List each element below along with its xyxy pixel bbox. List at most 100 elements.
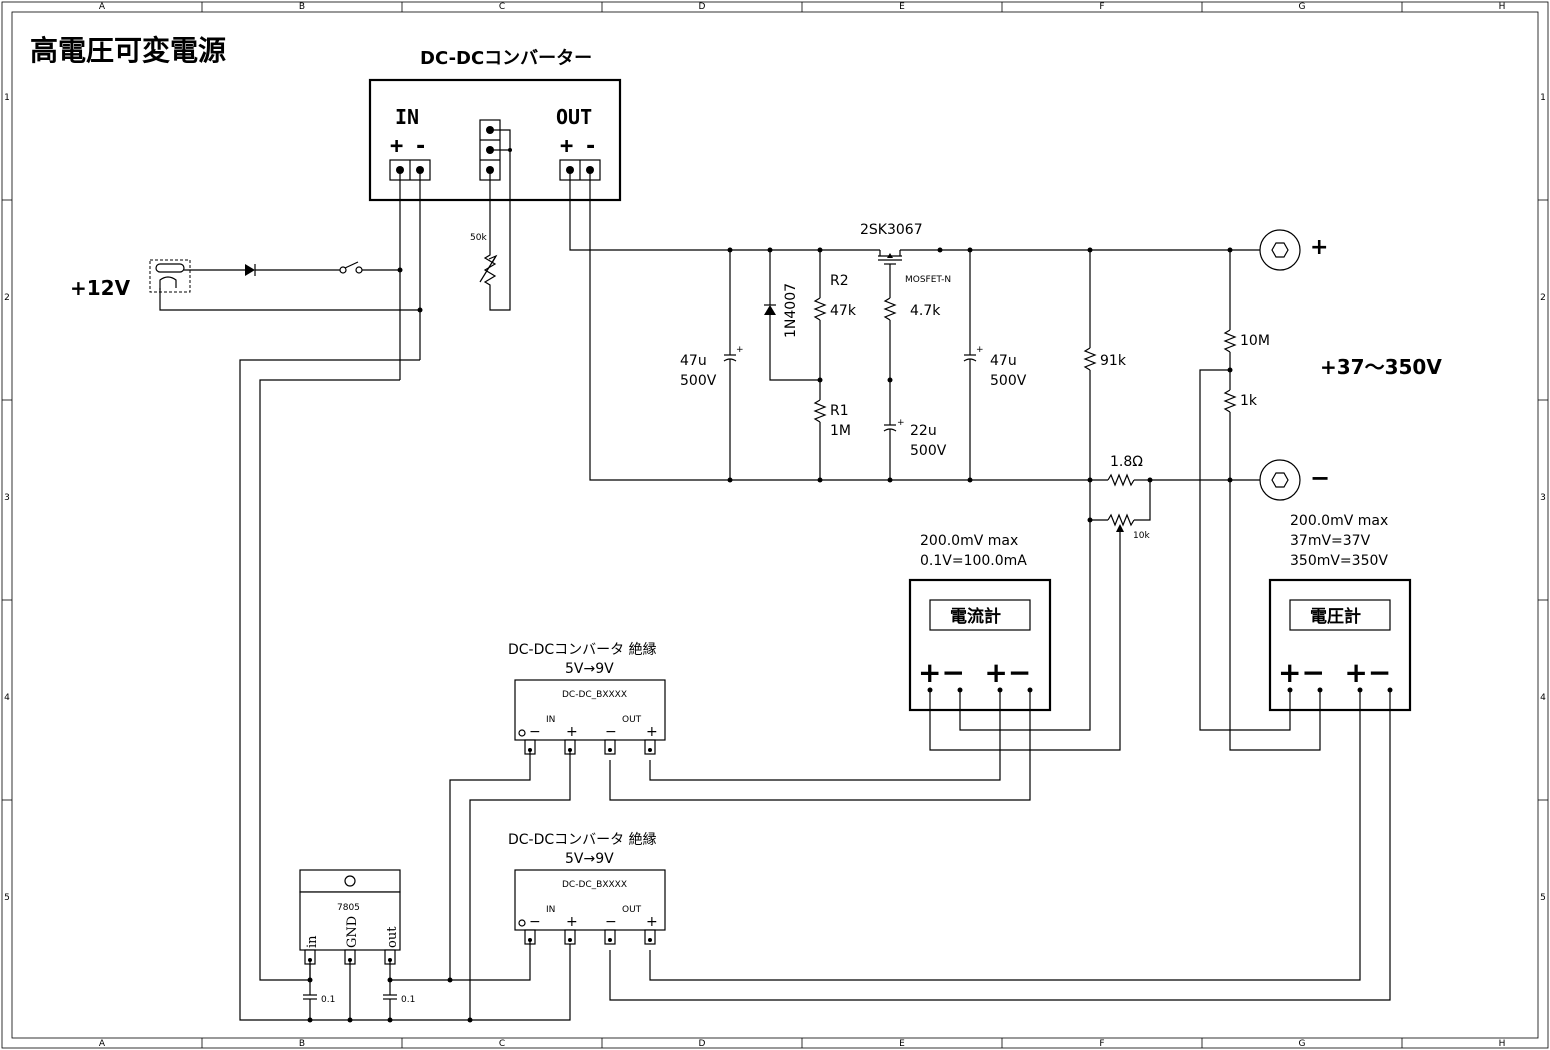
v-divider-top-value: 10M [1240,333,1270,349]
iso2-subtitle: 5V→9V [565,851,614,867]
voltmeter-spec-1: 200.0mV max [1290,513,1388,529]
output-terminal-plus: + [1259,229,1328,271]
frame-column-E-bottom: E [899,1039,905,1049]
frame-column-G-bottom: G [1299,1039,1306,1049]
frame-column-H-bottom: H [1499,1039,1506,1049]
regulator-wiring: 0.1 0.1 [303,750,571,1023]
v-divider-bottom-value: 1k [1240,393,1258,409]
iso1-out-minus: − [605,724,617,740]
frame-column-G-top: G [1299,2,1306,12]
frame-column-C-bottom: C [499,1039,505,1049]
svg-text:+: + [736,345,744,355]
output-range-label: +37～350V [1320,355,1442,379]
gate-resistor-value: 4.7k [910,303,941,319]
iso1-in-plus: + [566,724,578,740]
frame-row-5-right: 5 [1540,893,1546,903]
frame-column-F-bottom: F [1099,1039,1104,1049]
iso2-title: DC-DCコンバータ 絶縁 [508,832,657,848]
mosfet-type: MOSFET-N [905,275,951,285]
shunt-value: 1.8Ω [1110,454,1143,470]
isolated-converter-1: DC-DCコンバータ 絶縁 5V→9V DC-DC_BXXXX IN OUT −… [508,642,666,755]
dcdc-out-plus: + [560,134,573,159]
frame-column-D-top: D [699,2,706,12]
frame-column-F-top: F [1099,2,1104,12]
c3-voltage: 500V [990,373,1027,389]
output-plus-label: + [1310,235,1328,260]
shunt-trim-value: 10k [1133,531,1150,541]
frame-row-4-right: 4 [1540,693,1546,703]
diode-part: 1N4007 [783,283,799,338]
frame-row-1-left: 1 [4,93,10,103]
voltmeter: 200.0mV max 37mV=37V 350mV=350V 電圧計 +− +… [1268,513,1412,712]
ammeter-terminals: +− +− [918,656,1031,689]
voltmeter-label: 電圧計 [1310,606,1361,627]
c3-value: 47u [990,353,1017,369]
meter-wiring [609,369,1393,1001]
divider-top-value: 91k [1100,353,1127,369]
iso2-in: IN [546,905,555,915]
dcdc-main-converter: DC-DCコンバーター IN OUT + - + - [368,48,622,311]
page-title: 高電圧可変電源 [30,34,226,67]
voltmeter-spec-2: 37mV=37V [1290,533,1371,549]
output-terminal-minus: − [1259,459,1330,501]
svg-text:+: + [976,345,984,355]
regulator-7805: 7805 in GND out [299,869,401,965]
ammeter-spec-2: 0.1V=100.0mA [920,553,1027,569]
dcdc-in-plus: + [390,134,403,159]
voltmeter-terminals: +− +− [1278,656,1391,689]
iso1-out: OUT [622,715,642,725]
ammeter-spec-1: 200.0mV max [920,533,1018,549]
dcdc-main-title: DC-DCコンバーター [420,48,592,69]
iso1-title: DC-DCコンバータ 絶縁 [508,642,657,658]
c2-value: 22u [910,423,937,439]
r2-name: R2 [830,273,849,289]
pot-value: 50k [470,233,487,243]
frame-row-3-right: 3 [1540,493,1546,503]
frame-column-B-bottom: B [299,1039,305,1049]
frame-row-2-right: 2 [1540,293,1546,303]
iso1-part: DC-DC_BXXXX [562,690,627,700]
frame-row-1-right: 1 [1540,93,1546,103]
r2-value: 47k [830,303,857,319]
dcdc-out-minus: - [584,134,597,159]
frame-row-5-left: 5 [4,893,10,903]
ammeter-label: 電流計 [950,606,1001,627]
reg-cap-in-value: 0.1 [321,995,335,1005]
frame-column-C-top: C [499,2,505,12]
frame-row-3-left: 3 [4,493,10,503]
regulator-pin-gnd: GND [345,916,360,948]
regulator-pin-in: in [305,935,320,948]
iso1-in: IN [546,715,555,725]
high-voltage-section: + 47u 500V 1N4007 R2 47k R1 1M 2SK3067 [569,170,1442,548]
c1-voltage: 500V [680,373,717,389]
iso1-subtitle: 5V→9V [565,661,614,677]
regulator-pin-out: out [385,926,400,948]
iso1-in-minus: − [529,724,541,740]
frame-column-D-bottom: D [699,1039,706,1049]
frame-column-E-top: E [899,2,905,12]
dcdc-out-label: OUT [556,105,592,129]
reg-cap-out-value: 0.1 [401,995,415,1005]
input-voltage-label: +12V [70,276,131,300]
r1-value: 1M [830,423,851,439]
frame-column-H-top: H [1499,2,1506,12]
c1-value: 47u [680,353,707,369]
adjust-potentiometer: 50k [470,233,498,290]
iso2-in-plus: + [566,914,578,930]
ammeter: 200.0mV max 0.1V=100.0mA 電流計 +− +− [908,533,1052,712]
mosfet-part: 2SK3067 [860,222,923,238]
iso1-out-plus: + [646,724,658,740]
regulator-part: 7805 [337,903,360,913]
iso2-out-plus: + [646,914,658,930]
r1-name: R1 [830,403,849,419]
mosfet: 2SK3067 MOSFET-N [860,222,951,298]
iso2-in-minus: − [529,914,541,930]
frame-column-B-top: B [299,2,305,12]
frame-column-A-top: A [99,2,106,12]
dcdc-in-label: IN [395,105,419,129]
iso2-out-minus: − [605,914,617,930]
svg-text:+: + [897,418,905,428]
voltmeter-spec-3: 350mV=350V [1290,553,1388,569]
iso2-out: OUT [622,905,642,915]
